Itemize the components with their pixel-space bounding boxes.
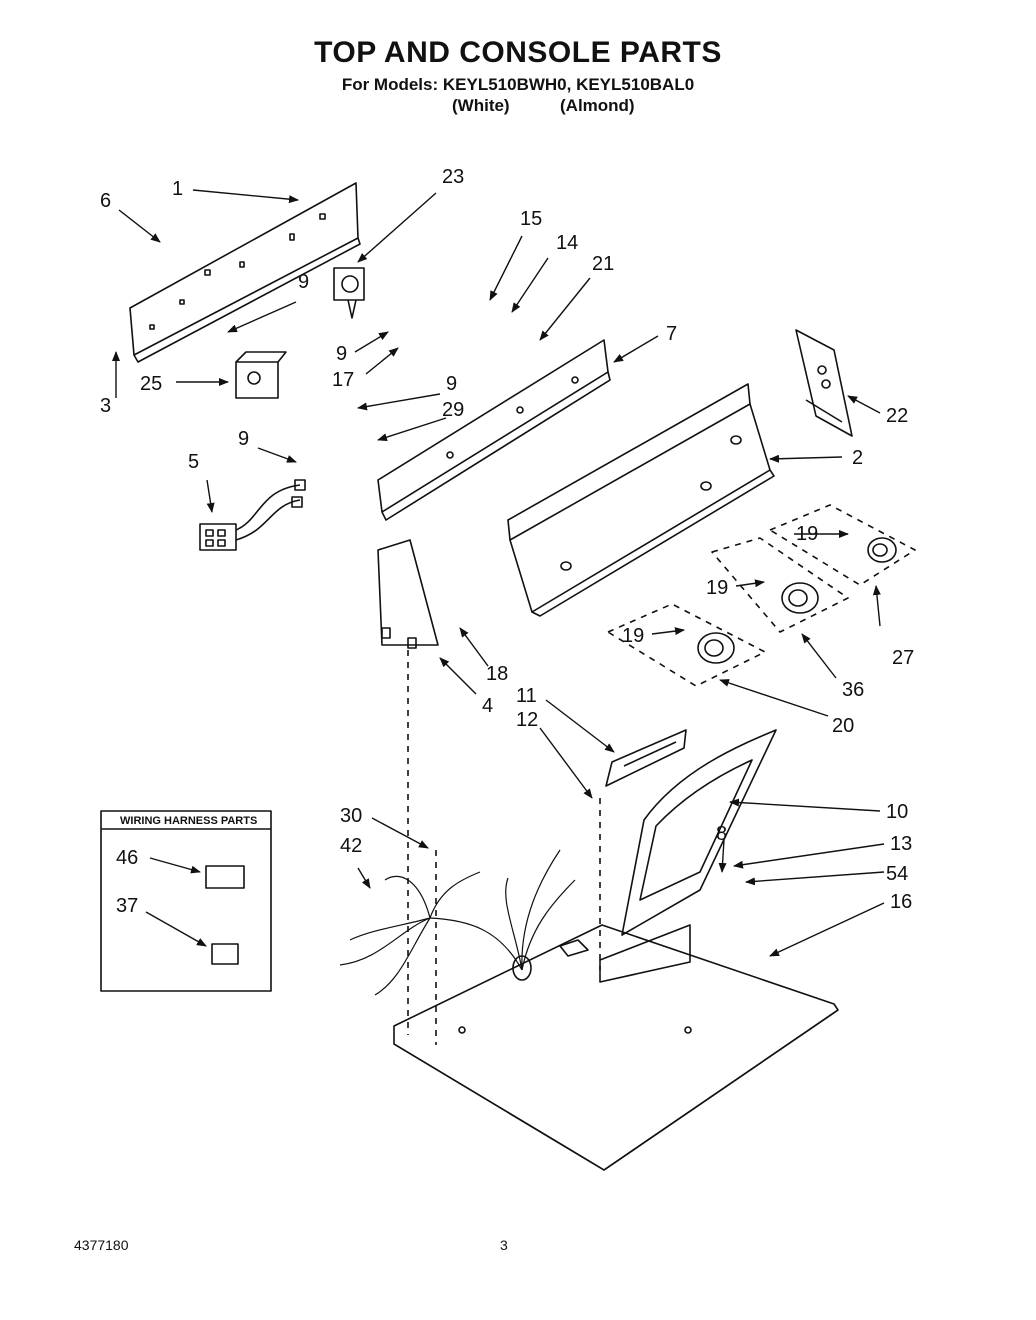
callout-4: 4	[482, 695, 493, 717]
wiring-harness-inset	[100, 810, 272, 992]
color-white-label: (White)	[452, 96, 510, 115]
callout-1: 1	[172, 178, 183, 200]
callout-14: 14	[556, 232, 578, 254]
callout-9b: 9	[336, 343, 347, 365]
callout-27: 27	[892, 647, 914, 669]
part-16-top-panel	[393, 924, 839, 1171]
leader-lines	[112, 189, 885, 957]
callout-8: 8	[716, 823, 727, 845]
color-almond-label: (Almond)	[560, 96, 635, 115]
document-number: 4377180	[74, 1237, 129, 1253]
callout-7: 7	[666, 323, 677, 345]
part-2-console-body	[507, 383, 775, 617]
callout-6: 6	[100, 190, 111, 212]
callout-9d: 9	[238, 428, 249, 450]
inset-title: WIRING HARNESS PARTS	[120, 815, 257, 827]
page-number: 3	[500, 1237, 508, 1253]
models-line: For Models: KEYL510BWH0, KEYL510BAL0	[341, 75, 695, 94]
part-5-harness-connector	[199, 479, 306, 551]
part-10-lint-screen	[621, 729, 777, 936]
part-23-timer	[333, 267, 365, 319]
part-4-end-cap-left	[377, 539, 439, 649]
part-7-console-rail	[377, 339, 611, 521]
part-36-knob	[781, 582, 819, 614]
page-title: TOP AND CONSOLE PARTS	[314, 36, 722, 69]
callout-18: 18	[486, 663, 508, 685]
callout-labels: 1 6 3 25 9 23 15 14 21 7 22 2 9 17 9 29 …	[100, 166, 914, 917]
part-25-switch	[235, 351, 287, 399]
part-1-control-panel	[129, 182, 361, 363]
part-22-end-cap	[795, 329, 853, 437]
callout-20: 20	[832, 715, 854, 737]
callout-42: 42	[340, 835, 362, 857]
callout-23: 23	[442, 166, 464, 188]
callout-29: 29	[442, 399, 464, 421]
callout-2: 2	[852, 447, 863, 469]
callout-22: 22	[886, 405, 908, 427]
callout-30: 30	[340, 805, 362, 827]
callout-19a: 19	[796, 523, 818, 545]
callout-21: 21	[592, 253, 614, 275]
callout-12: 12	[516, 709, 538, 731]
callout-16: 16	[890, 891, 912, 913]
callout-10: 10	[886, 801, 908, 823]
assembly-guides	[407, 504, 916, 1045]
part-42-main-harness	[339, 849, 576, 996]
callout-36: 36	[842, 679, 864, 701]
callout-19c: 19	[622, 625, 644, 647]
part-37-connector	[211, 943, 239, 965]
callout-46: 46	[116, 847, 138, 869]
callout-9c: 9	[446, 373, 457, 395]
callout-11: 11	[516, 685, 537, 707]
part-46-connector	[205, 865, 245, 889]
callout-13: 13	[890, 833, 912, 855]
callout-19b: 19	[706, 577, 728, 599]
part-27-knob	[867, 537, 897, 563]
callout-17: 17	[332, 369, 354, 391]
part-11-lint-cover	[605, 729, 687, 787]
callout-54: 54	[886, 863, 908, 885]
callout-3: 3	[100, 395, 111, 417]
callout-9a: 9	[298, 271, 309, 293]
callout-37: 37	[116, 895, 138, 917]
callout-25: 25	[140, 373, 162, 395]
part-20-knob	[697, 632, 735, 664]
callout-5: 5	[188, 451, 199, 473]
callout-15: 15	[520, 208, 542, 230]
